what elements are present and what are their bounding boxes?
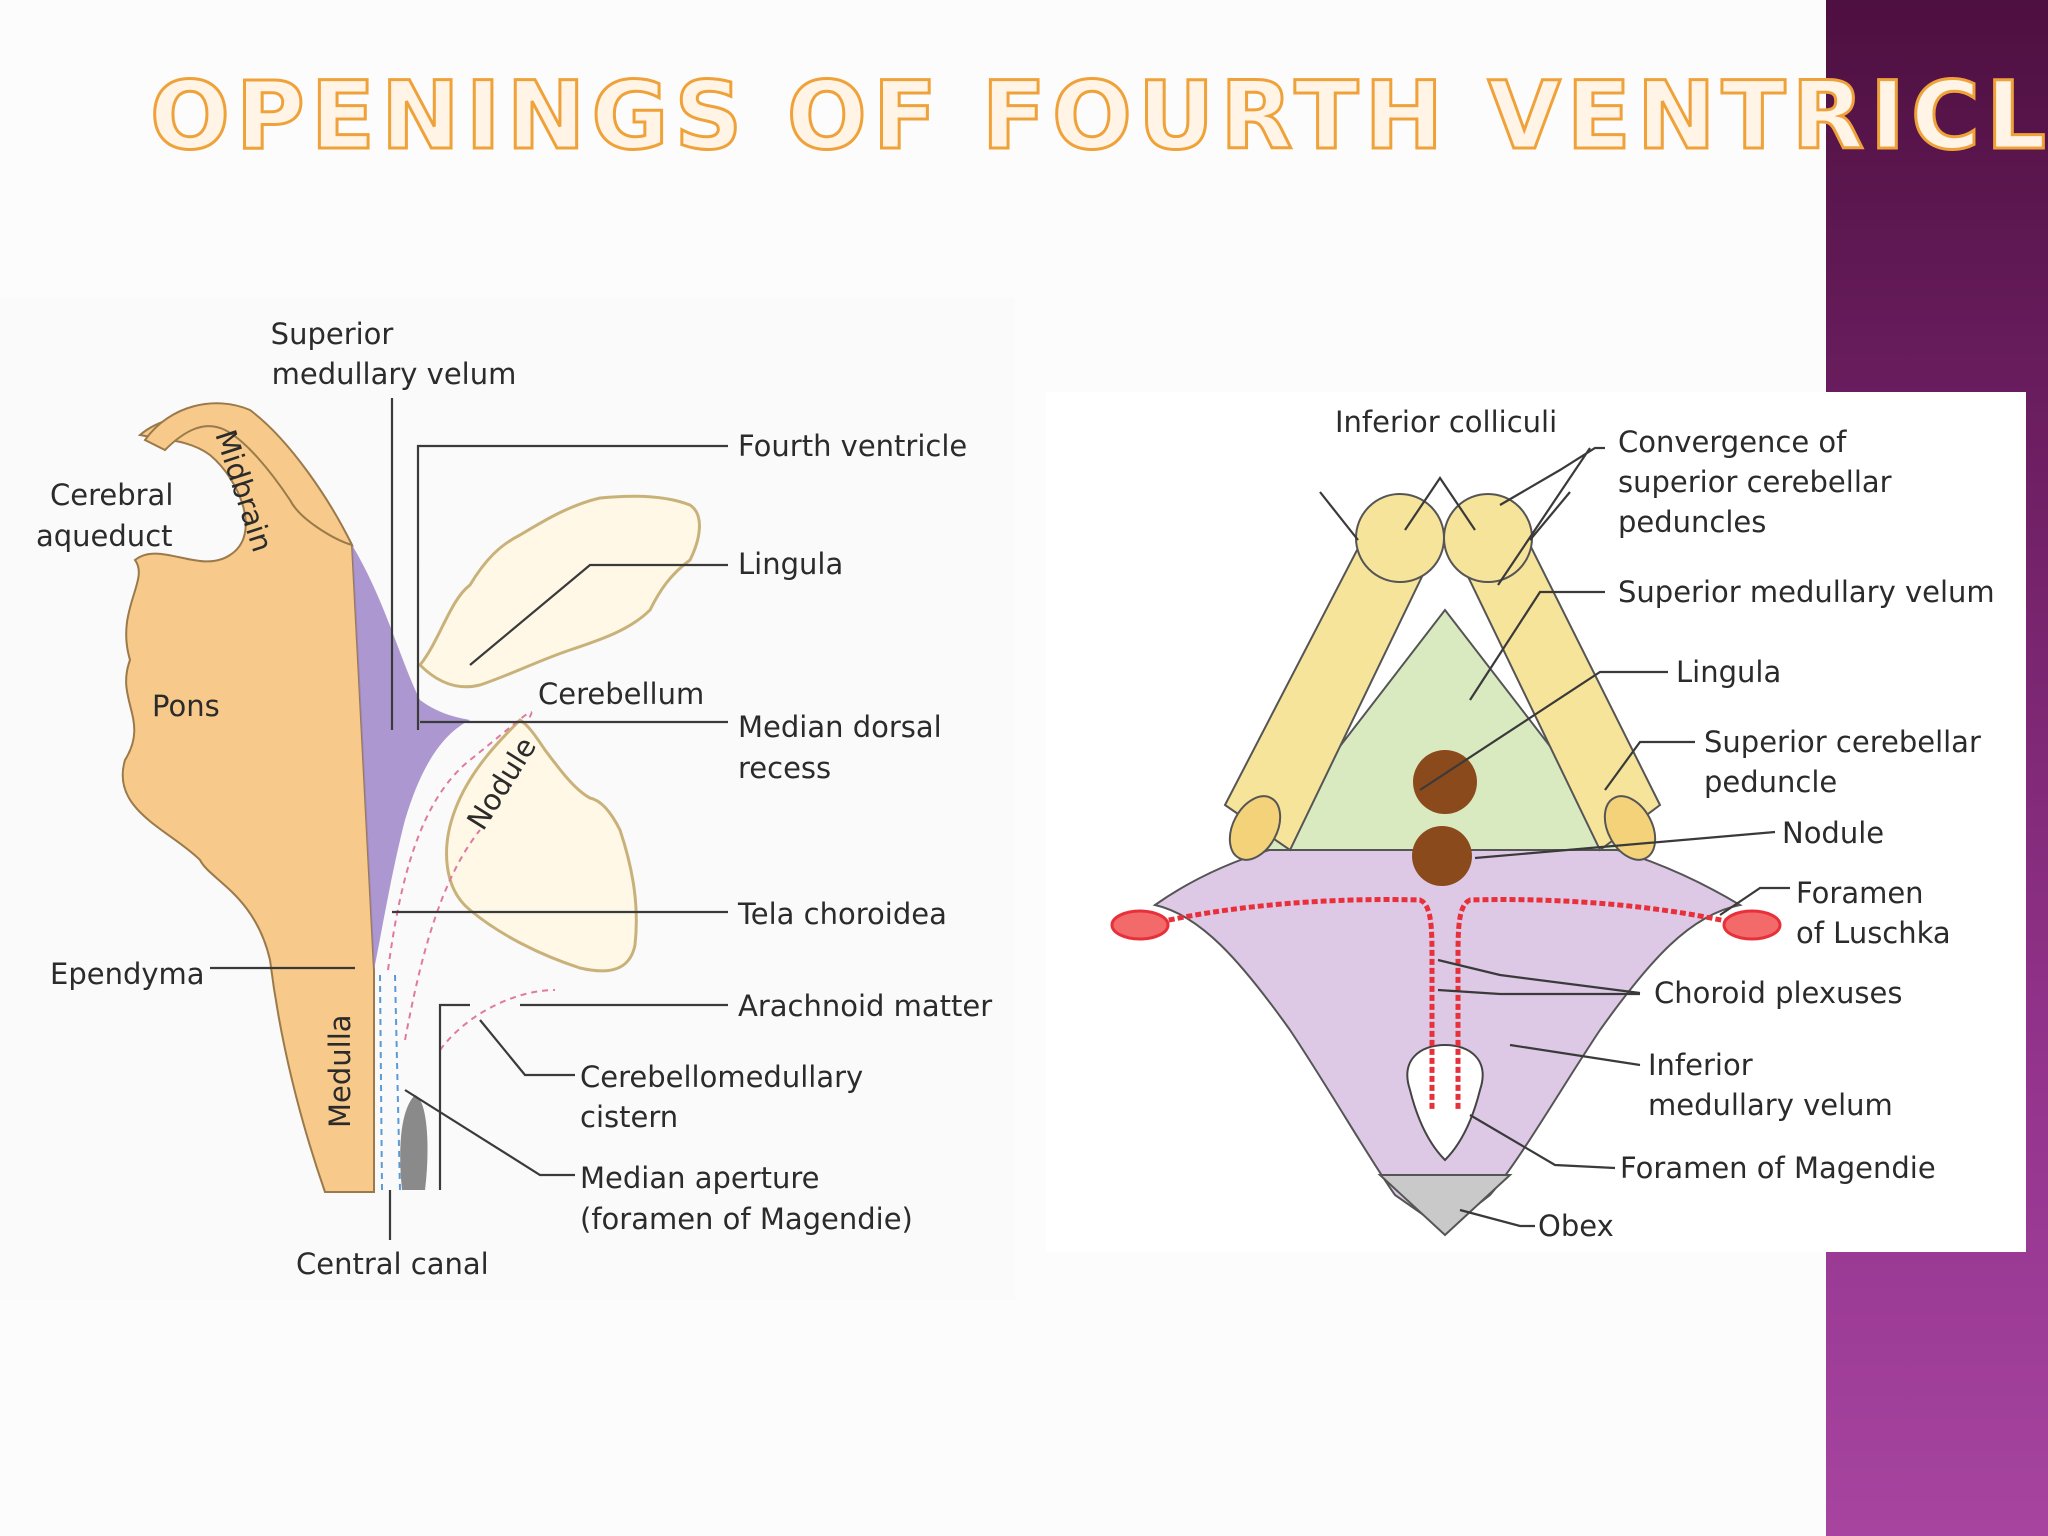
fourth-ventricle-shape	[352, 545, 470, 970]
label-inferior-velum-2: medullary velum	[1648, 1088, 1893, 1122]
left-luschka-plexus	[1110, 909, 1170, 941]
label-superior-peduncle-2: peduncle	[1704, 765, 1837, 799]
label-luschka-2: of Luschka	[1796, 916, 1951, 950]
label-superior-velum: Superior medullary velum	[1618, 575, 1995, 609]
label-convergence-1: Convergence of	[1618, 425, 1847, 459]
label-fourth-ventricle: Fourth ventricle	[738, 429, 967, 463]
label-inferior-colliculi: Inferior colliculi	[1335, 405, 1557, 439]
label-median-dorsal-recess-2: recess	[738, 751, 831, 785]
label-convergence-2: superior cerebellar	[1618, 465, 1892, 499]
label-superior-velum-1: Superior	[271, 317, 394, 351]
label-cerebellum: Cerebellum	[538, 677, 704, 711]
midbrain-shape	[143, 402, 354, 547]
magendie-opening	[1406, 1043, 1484, 1162]
central-canal-dashed	[379, 974, 401, 1191]
nodule-shape	[1412, 826, 1472, 886]
label-convergence-3: peduncles	[1618, 505, 1766, 539]
obex-shape	[1377, 1174, 1513, 1237]
choroid-plexus-shape	[1159, 897, 1731, 1110]
right-colliculus	[1443, 493, 1533, 583]
left-colliculus	[1355, 493, 1445, 583]
sagittal-diagram: Superior medullary velum Fourth ventricl…	[36, 317, 992, 1281]
label-superior-velum-2: medullary velum	[272, 357, 517, 391]
label-nodule-right: Nodule	[1782, 816, 1884, 850]
label-cisterna-2: cistern	[580, 1100, 678, 1134]
label-obex: Obex	[1538, 1209, 1614, 1243]
label-lingula: Lingula	[738, 547, 843, 581]
leader-lines	[210, 398, 728, 1240]
label-median-dorsal-recess-1: Median dorsal	[738, 710, 942, 744]
label-magendie: Foramen of Magendie	[1620, 1151, 1936, 1185]
label-cerebral-aqueduct-2: aqueduct	[36, 519, 173, 553]
leader-lines-right	[1319, 446, 1790, 1228]
label-arachnoid: Arachnoid matter	[738, 989, 992, 1023]
tela-dashed-line	[387, 711, 533, 971]
label-tela-choroidea: Tela choroidea	[737, 897, 947, 931]
label-inferior-velum-1: Inferior	[1648, 1048, 1753, 1082]
arachnoid-dashed-line	[404, 829, 556, 1051]
label-luschka-1: Foramen	[1796, 876, 1924, 910]
label-central-canal: Central canal	[296, 1247, 489, 1281]
label-medulla: Medulla	[323, 1014, 357, 1128]
lingula-shape	[1413, 750, 1477, 814]
label-cerebral-aqueduct-1: Cerebral	[50, 478, 173, 512]
left-peduncle-cut	[1228, 795, 1282, 861]
label-median-aperture-2: (foramen of Magendie)	[580, 1202, 913, 1236]
right-luschka-plexus	[1722, 909, 1782, 941]
median-aperture-shape	[400, 1095, 428, 1190]
label-lingula-right: Lingula	[1676, 655, 1781, 689]
label-pons: Pons	[152, 689, 220, 723]
dorsal-view-diagram: Inferior colliculi Convergence of superi…	[1110, 405, 1995, 1243]
label-superior-peduncle-1: Superior cerebellar	[1704, 725, 1981, 759]
label-ependyma: Ependyma	[50, 957, 205, 991]
cerebellum-bottom	[445, 718, 638, 973]
label-median-aperture-1: Median aperture	[580, 1161, 820, 1195]
label-choroid-plexuses: Choroid plexuses	[1654, 976, 1902, 1010]
label-cisterna-1: Cerebellomedullary	[580, 1060, 863, 1094]
